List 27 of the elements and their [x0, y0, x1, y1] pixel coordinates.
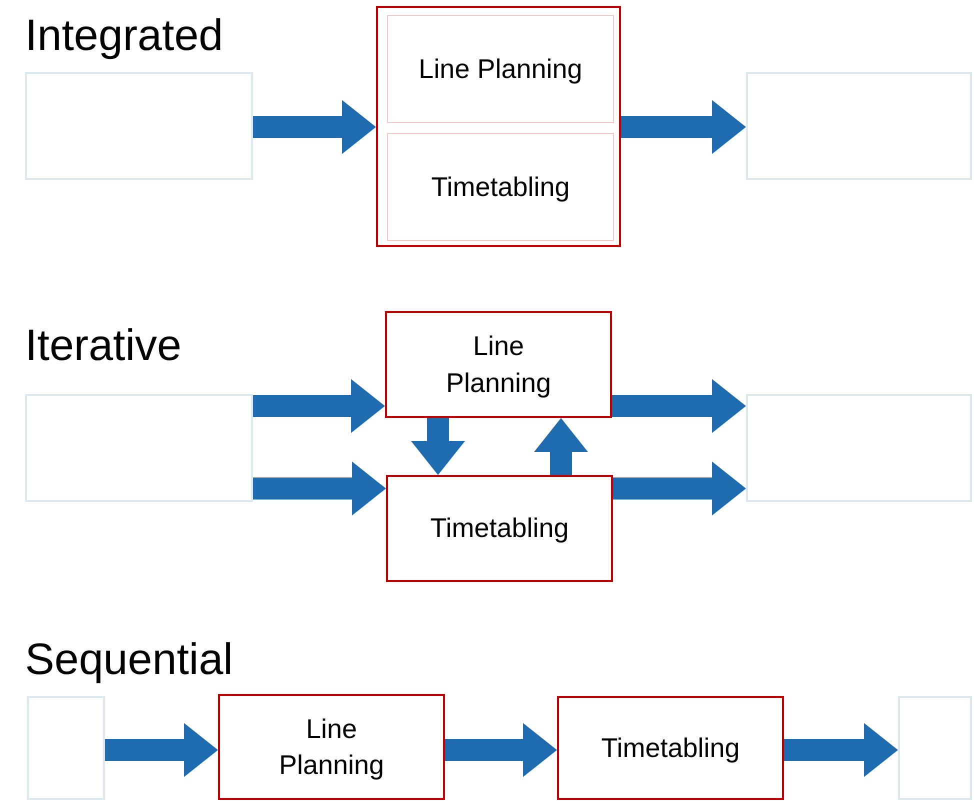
- empty-box: [25, 394, 253, 502]
- empty-box: [746, 394, 972, 502]
- arrow: [253, 379, 385, 433]
- process-box: Timetabling: [386, 475, 613, 582]
- section-title: Sequential: [25, 638, 233, 682]
- empty-box: [27, 696, 105, 800]
- arrow: [411, 418, 465, 475]
- arrow: [534, 418, 588, 475]
- arrow: [445, 723, 557, 777]
- arrow: [105, 723, 218, 777]
- process-box: Line Planning: [385, 311, 612, 418]
- arrow: [613, 462, 746, 516]
- process-box: Timetabling: [387, 133, 614, 241]
- arrow: [621, 100, 746, 154]
- arrow: [784, 723, 898, 777]
- arrow: [253, 462, 386, 516]
- section-title: Integrated: [25, 14, 224, 58]
- group-box: [376, 6, 621, 247]
- process-box: Timetabling: [557, 696, 784, 800]
- empty-box: [898, 696, 972, 800]
- process-box: Line Planning: [387, 15, 614, 123]
- process-box: Line Planning: [218, 694, 445, 800]
- arrow: [612, 379, 746, 433]
- section-title: Iterative: [25, 324, 182, 368]
- arrow: [253, 100, 376, 154]
- empty-box: [746, 72, 972, 180]
- empty-box: [25, 72, 253, 180]
